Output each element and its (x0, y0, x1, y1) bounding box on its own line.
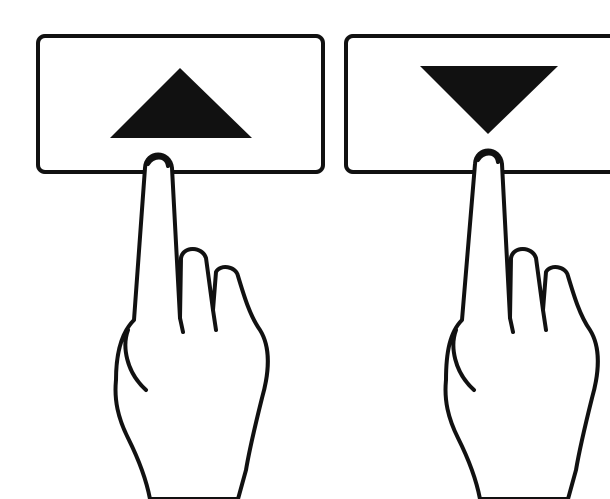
triangle-up-icon (110, 68, 252, 138)
pointing-hand-icon-left (116, 155, 268, 499)
pointing-hand-icon-right (446, 151, 598, 499)
triangle-down-icon (420, 66, 558, 134)
